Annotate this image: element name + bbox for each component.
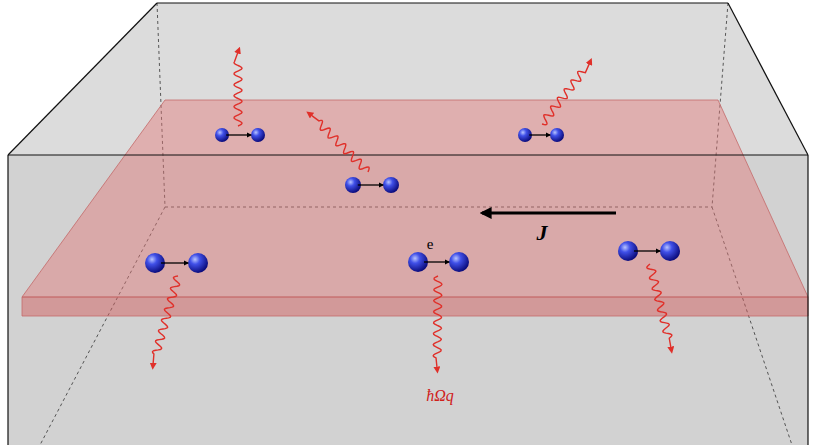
dipole-arrow xyxy=(358,184,383,185)
box-edges xyxy=(8,3,808,445)
dipole-arrow xyxy=(634,250,660,251)
sphere xyxy=(251,128,265,142)
photon-waves xyxy=(153,52,672,368)
photon-wave xyxy=(647,264,672,348)
photon-wave xyxy=(234,52,242,126)
current-label: J xyxy=(537,222,548,244)
dipole-arrow xyxy=(424,261,449,262)
dipole xyxy=(408,252,469,272)
dipole xyxy=(518,128,564,142)
dipole xyxy=(618,241,680,261)
photon-wave xyxy=(153,276,180,364)
dipole-arrow xyxy=(161,262,188,263)
photon-wave xyxy=(542,63,590,125)
photon-energy-label: ħΩq xyxy=(426,388,454,404)
photon-wave xyxy=(311,115,369,172)
dipoles xyxy=(145,128,680,273)
dipole-arrow xyxy=(529,134,550,135)
sphere xyxy=(660,241,680,261)
sphere xyxy=(383,177,399,193)
slab-front xyxy=(22,297,808,316)
photon-wave xyxy=(433,276,442,368)
sphere xyxy=(550,128,564,142)
dipole xyxy=(345,177,399,193)
dipole xyxy=(215,128,265,142)
dipole-arrow xyxy=(226,134,251,135)
sphere xyxy=(449,252,469,272)
dipole xyxy=(145,253,208,273)
slab-top xyxy=(22,100,808,297)
sphere xyxy=(188,253,208,273)
charge-label: e xyxy=(427,237,434,252)
current-arrow xyxy=(482,212,616,215)
